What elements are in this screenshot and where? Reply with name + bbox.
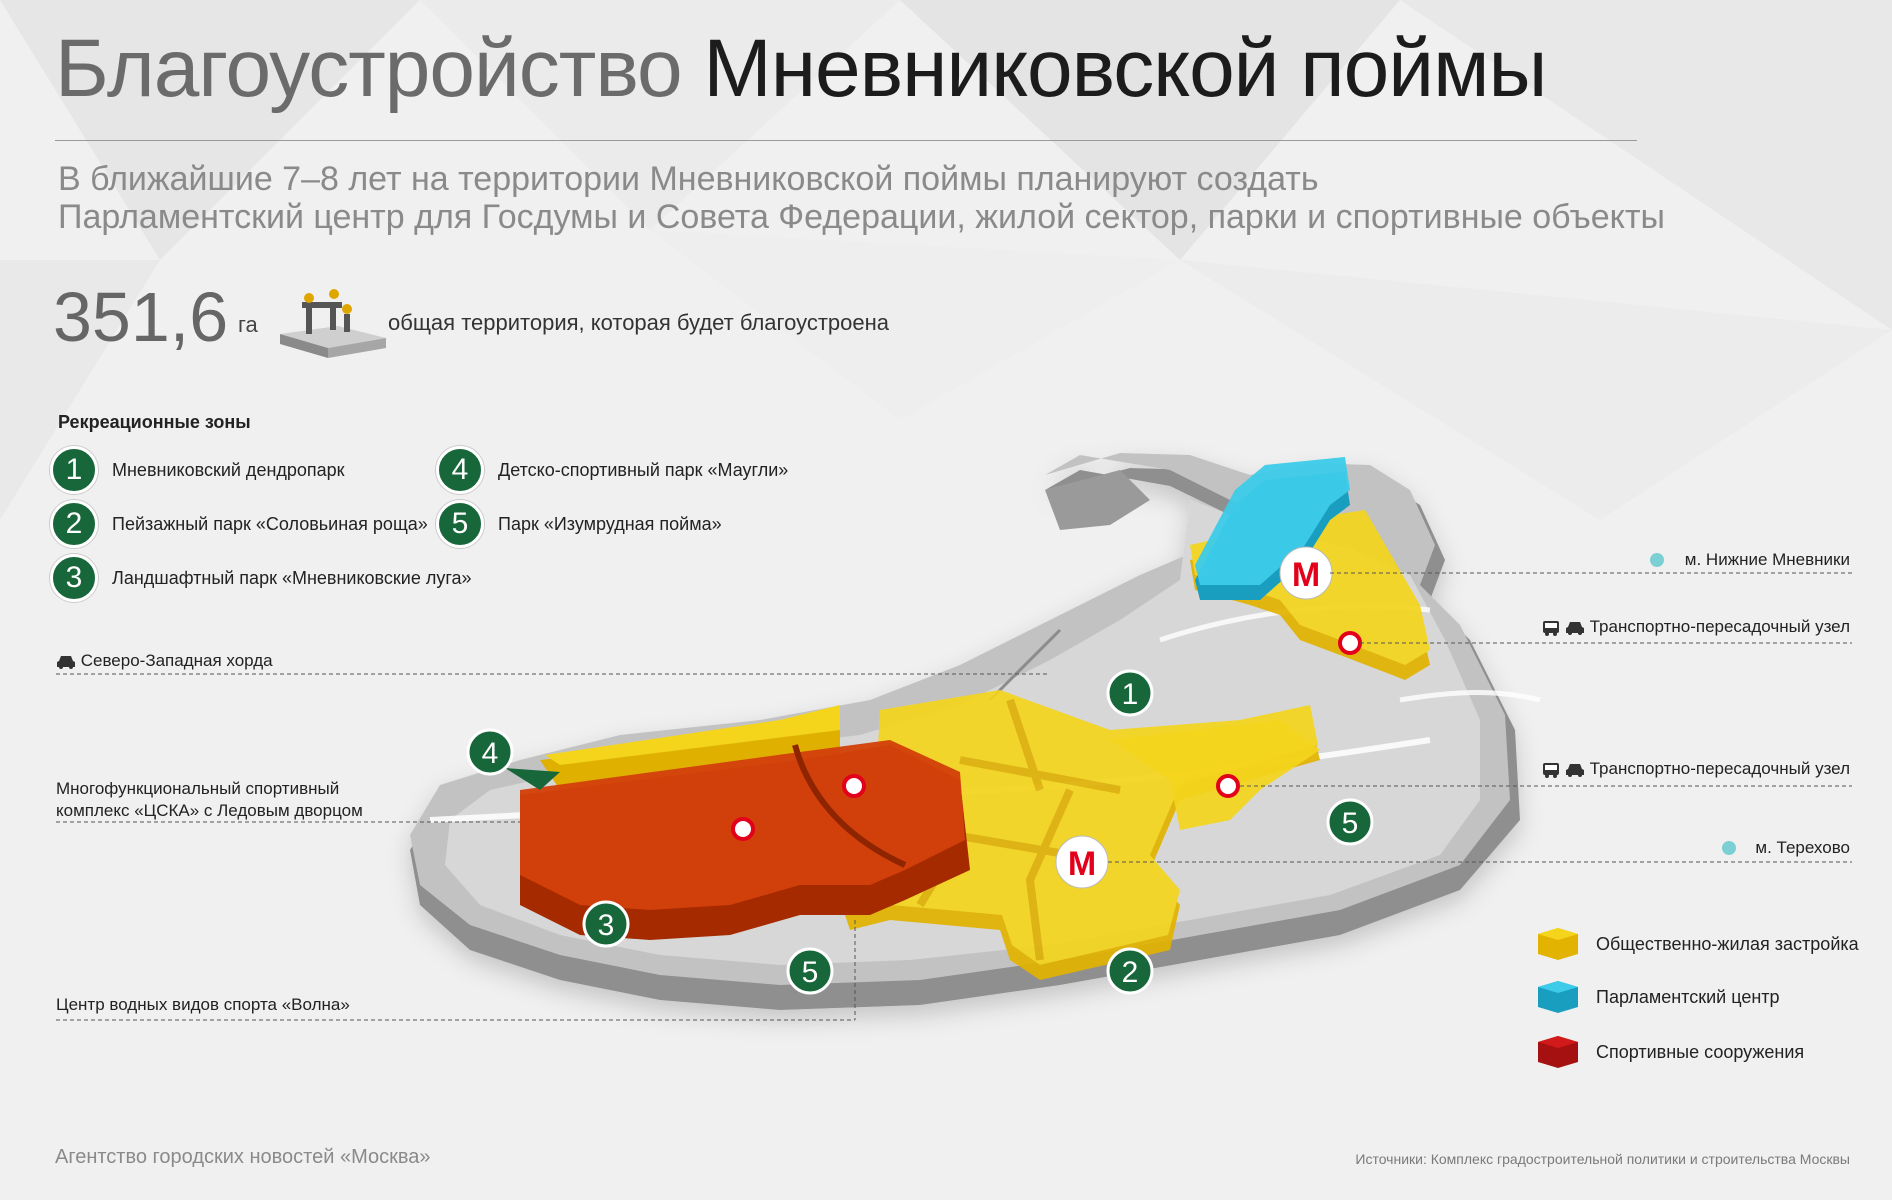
map-zone-4: 4 [466, 728, 560, 790]
callout-transport-1: Транспортно-пересадочный узел [1542, 616, 1850, 638]
zone-number-1: 1 [50, 446, 98, 494]
map-zone-5-south: 5 [786, 947, 834, 995]
svg-text:3: 3 [598, 909, 615, 942]
zone-label-4: Детско-спортивный парк «Маугли» [498, 459, 789, 480]
svg-text:5: 5 [1342, 807, 1359, 840]
parliament-centre [1195, 457, 1350, 600]
zones-title: Рекреационные зоны [58, 412, 251, 432]
zone-item-1: 1 Мневниковский дендропарк [50, 446, 345, 494]
zone-item-2: 2 Пейзажный парк «Соловьиная роща» [50, 500, 428, 548]
zone-label-3: Ландшафтный парк «Мневниковские луга» [112, 567, 472, 588]
stat-description: общая территория, которая будет благоуст… [388, 310, 889, 335]
legend-swatch-sports [1538, 1036, 1578, 1068]
metro-marker-north: М [1279, 546, 1333, 600]
legend-swatch-residential [1538, 928, 1578, 960]
legend-parliament: Парламентский центр [1534, 977, 1780, 1017]
title-bold: Мневниковской поймы [703, 23, 1547, 114]
svg-text:1: 1 [1122, 678, 1139, 711]
callout-metro-south: м. Терехово [1755, 838, 1850, 857]
metro-dot-south [1722, 841, 1736, 855]
zone-item-4: 4 Детско-спортивный парк «Маугли» [436, 446, 788, 494]
callout-metro-north: м. Нижние Мневники [1684, 550, 1850, 569]
legend-residential: Общественно-жилая застройка [1534, 924, 1859, 964]
stat-value: 351,6 [53, 278, 229, 356]
svg-text:5: 5 [802, 956, 819, 989]
zone-label-1: Мневниковский дендропарк [112, 459, 345, 480]
legend-swatch-parliament [1538, 981, 1578, 1013]
stat-unit: га [238, 312, 258, 337]
car-icon [1565, 763, 1584, 777]
car-icon [1565, 621, 1584, 635]
footer-agency: Агентство городских новостей «Москва» [55, 1146, 431, 1168]
callout-transport-2: Транспортно-пересадочный узел [1542, 758, 1850, 780]
zone-number-4: 4 [436, 446, 484, 494]
map-zone-3: 3 [582, 900, 630, 948]
title-thin: Благоустройство [55, 23, 683, 114]
residential-zone-east [1110, 720, 1320, 830]
svg-text:4: 4 [482, 737, 499, 770]
zone-item-5: 5 Парк «Изумрудная пойма» [436, 500, 722, 548]
svg-text:М: М [1292, 556, 1320, 594]
subtitle: В ближайшие 7–8 лет на территории Мневни… [58, 160, 1665, 236]
workers-on-platform-icon [280, 289, 386, 358]
callout-volna: Центр водных видов спорта «Волна» [56, 995, 350, 1014]
callout-cska: Многофункциональный спортивный комплекс … [56, 779, 363, 820]
map-zone-1: 1 [1106, 669, 1154, 717]
zone-number-5: 5 [436, 500, 484, 548]
metro-dot-north [1650, 553, 1664, 567]
zone-label-2: Пейзажный парк «Соловьиная роща» [112, 513, 428, 534]
zone-number-3: 3 [50, 554, 98, 602]
page-title: Благоустройство Мневниковской поймы [55, 28, 1547, 110]
zone-label-5: Парк «Изумрудная пойма» [498, 513, 722, 534]
footer-source: Источники: Комплекс градостроительной по… [1355, 1151, 1850, 1167]
car-icon [57, 655, 75, 669]
leader-lines [56, 572, 1852, 1021]
zone-item-3: 3 Ландшафтный парк «Мневниковские луга» [50, 554, 472, 602]
callout-chord: Северо-Западная хорда [56, 650, 273, 672]
map-zone-5-east: 5 [1326, 798, 1374, 846]
zone-number-2: 2 [50, 500, 98, 548]
svg-text:М: М [1068, 845, 1096, 883]
title-divider [55, 140, 1637, 141]
svg-text:2: 2 [1122, 956, 1139, 989]
bus-icon [1543, 620, 1560, 636]
metro-marker-south: М [1055, 835, 1109, 889]
bus-icon [1543, 762, 1560, 778]
legend-sports: Спортивные сооружения [1534, 1032, 1804, 1072]
map-zone-2: 2 [1106, 947, 1154, 995]
